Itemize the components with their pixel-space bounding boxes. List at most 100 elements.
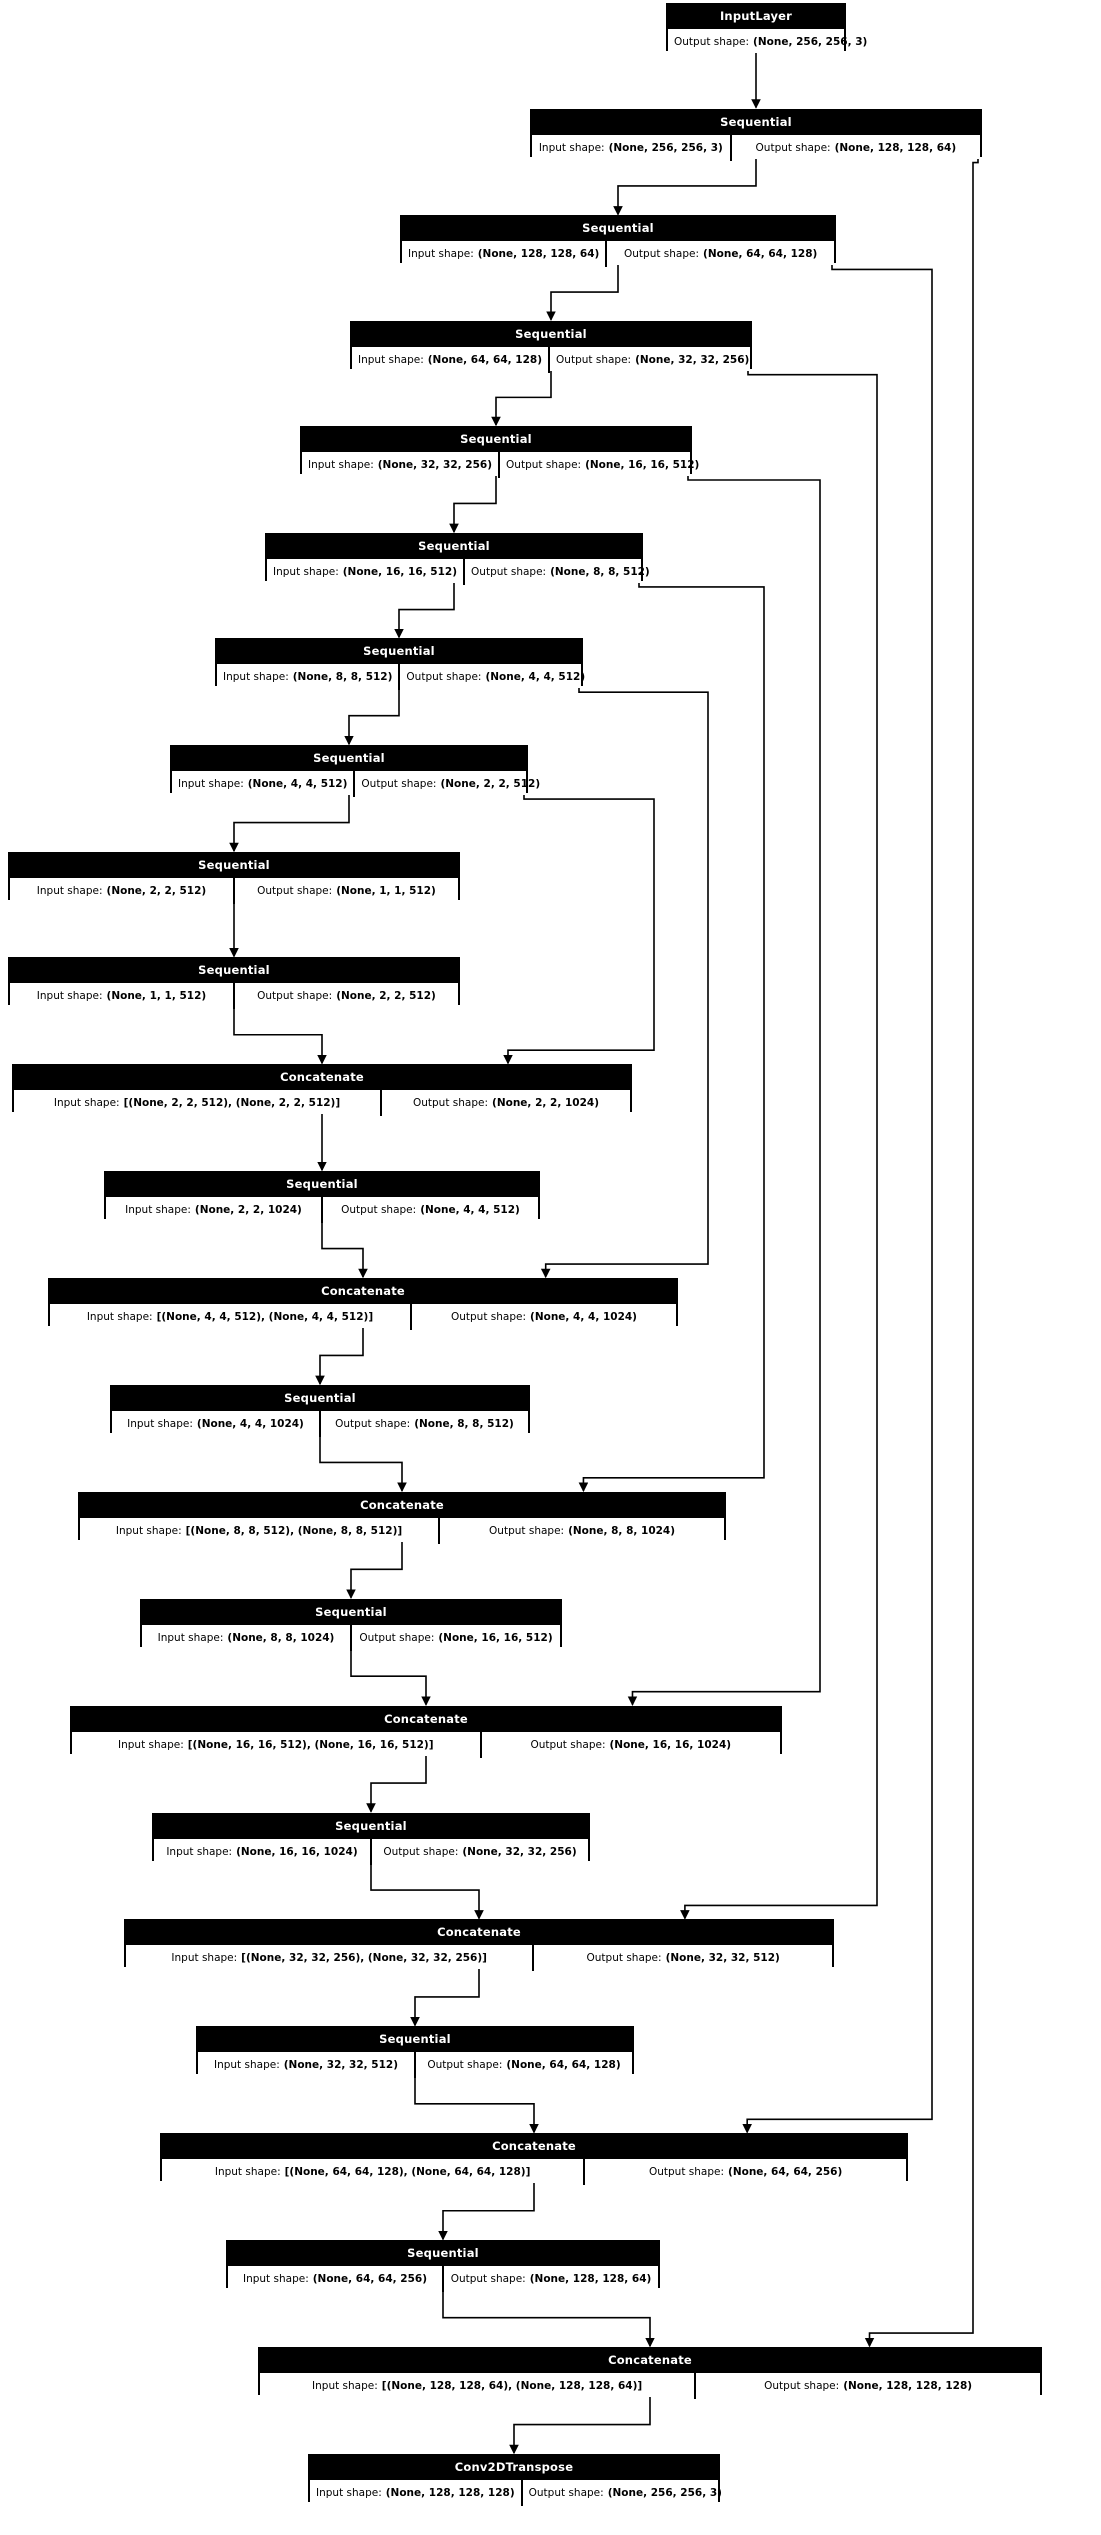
node-output-shape-label: Output shape:: [624, 248, 700, 261]
graph-edge: [449, 474, 497, 534]
node-output-shape: Output shape:(None, 1, 1, 512): [235, 878, 458, 904]
node-output-shape-label: Output shape:: [556, 353, 632, 366]
node-shape-row: Input shape:(None, 256, 256, 3)Output sh…: [532, 132, 980, 161]
node-input-shape-label: Input shape:: [312, 2380, 378, 2393]
node-output-shape: Output shape:(None, 2, 2, 1024): [382, 1090, 630, 1116]
node-input-shape-value: (None, 2, 2, 1024): [194, 1204, 302, 1217]
node-output-shape-value: (None, 32, 32, 256): [462, 1845, 577, 1858]
node-input-shape-label: Input shape:: [53, 1097, 120, 1110]
node-input-shape-label: Input shape:: [538, 141, 605, 154]
node-input-shape: Input shape:(None, 4, 4, 1024): [112, 1410, 321, 1437]
node-output-shape: Output shape:(None, 256, 256, 3): [668, 29, 873, 55]
node-input-shape-value: (None, 2, 2, 512): [106, 885, 207, 898]
node-output-shape-label: Output shape:: [257, 885, 333, 898]
node-input-shape-label: Input shape:: [358, 353, 424, 366]
node-shape-row: Input shape:[(None, 32, 32, 256), (None,…: [126, 1943, 832, 1972]
node-shape-row: Input shape:(None, 2, 2, 512)Output shap…: [10, 876, 458, 905]
node-output-shape-value: (None, 64, 64, 128): [703, 248, 818, 261]
node-shape-row: Input shape:(None, 8, 8, 512)Output shap…: [217, 662, 585, 691]
node-input-shape-value: [(None, 4, 4, 512), (None, 4, 4, 512)]: [156, 1311, 374, 1324]
node-output-shape-value: (None, 16, 16, 512): [585, 459, 700, 471]
graph-edge: [394, 580, 455, 639]
node-shape-row: Input shape:[(None, 2, 2, 512), (None, 2…: [14, 1088, 630, 1117]
node-input-shape-label: Input shape:: [242, 2273, 309, 2286]
node-output-shape-value: (None, 4, 4, 512): [485, 671, 586, 684]
node-title: Sequential: [352, 322, 750, 345]
node-output-shape: Output shape:(None, 4, 4, 1024): [412, 1304, 676, 1330]
node-output-shape-label: Output shape:: [450, 2273, 526, 2286]
node-output-shape: Output shape:(None, 8, 8, 512): [321, 1411, 528, 1437]
node-input-shape-value: (None, 1, 1, 512): [106, 990, 207, 1003]
node-input-shape: Input shape:[(None, 2, 2, 512), (None, 2…: [14, 1090, 382, 1117]
node-input-shape-value: (None, 256, 256, 3): [608, 141, 723, 154]
node-input-shape: Input shape:(None, 256, 256, 3): [532, 134, 732, 161]
graph-edge: [346, 1539, 403, 1600]
node-input-shape-label: Input shape:: [273, 565, 339, 578]
node-output-shape-value: (None, 16, 16, 1024): [609, 1738, 732, 1751]
node-input-shape-label: Input shape:: [223, 671, 289, 684]
node-output-shape-label: Output shape:: [648, 2166, 725, 2179]
node-output-shape: Output shape:(None, 16, 16, 1024): [482, 1732, 780, 1758]
node-title: Sequential: [532, 110, 980, 133]
node-input-shape-value: [(None, 32, 32, 256), (None, 32, 32, 256…: [241, 1952, 487, 1965]
node-title: Sequential: [172, 747, 526, 770]
node-output-shape: Output shape:(None, 4, 4, 512): [400, 664, 591, 690]
node-output-shape-value: (None, 2, 2, 512): [336, 990, 436, 1003]
node-input-shape-label: Input shape:: [36, 990, 103, 1003]
node-output-shape-value: (None, 128, 128, 64): [529, 2273, 652, 2286]
node-output-shape-value: (None, 8, 8, 512): [414, 1417, 514, 1430]
node-output-shape-value: (None, 2, 2, 1024): [492, 1097, 599, 1110]
node-title: Concatenate: [260, 2349, 1040, 2372]
node-output-shape: Output shape:(None, 8, 8, 512): [465, 559, 656, 585]
node-output-shape: Output shape:(None, 64, 64, 128): [416, 2052, 632, 2078]
node-input-shape-value: (None, 32, 32, 256): [377, 459, 493, 471]
graph-edge: [509, 2395, 651, 2455]
node-output-shape-value: (None, 128, 128, 64): [834, 141, 957, 154]
graph-edge: [613, 156, 757, 216]
node-title: Sequential: [402, 217, 834, 240]
node-output-shape-label: Output shape:: [489, 1524, 565, 1537]
node-input-shape-label: Input shape:: [316, 2487, 382, 2499]
node-input-shape-label: Input shape:: [171, 1952, 238, 1965]
node-input-shape-label: Input shape:: [125, 1204, 191, 1217]
node-input-shape-value: (None, 64, 64, 256): [312, 2273, 428, 2286]
node-input-shape: Input shape:[(None, 128, 128, 64), (None…: [260, 2373, 697, 2400]
graph-edge: [229, 793, 350, 853]
node-title: Conv2DTranspose: [310, 2456, 718, 2478]
node-shape-row: Input shape:(None, 32, 32, 256)Output sh…: [302, 450, 699, 478]
node-title: Sequential: [142, 1600, 560, 1623]
node-shape-row: Input shape:[(None, 64, 64, 128), (None,…: [162, 2157, 906, 2186]
node-input-shape: Input shape:(None, 16, 16, 1024): [154, 1838, 372, 1865]
node-output-shape-label: Output shape:: [412, 1097, 489, 1110]
graph-edge: [491, 368, 552, 427]
node-input-shape: Input shape:(None, 64, 64, 128): [352, 346, 551, 373]
graph-edge: [503, 793, 655, 1065]
node-input-shape: Input shape:(None, 2, 2, 1024): [106, 1197, 323, 1224]
node-output-shape-value: (None, 256, 256, 3): [607, 2487, 722, 2499]
node-output-shape-label: Output shape:: [586, 1952, 662, 1965]
